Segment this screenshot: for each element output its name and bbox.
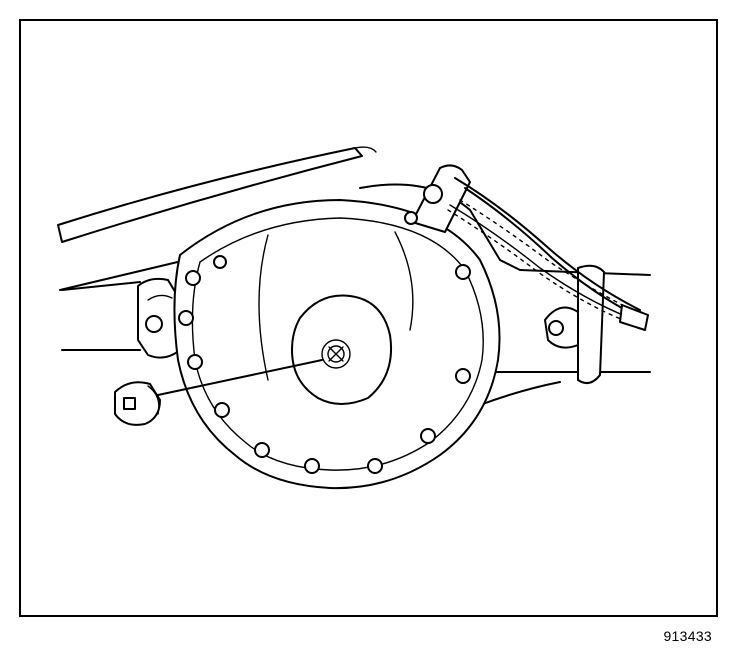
axle-tube-right bbox=[499, 264, 651, 385]
differential-housing bbox=[173, 183, 561, 490]
brake-line bbox=[404, 164, 649, 331]
cover-bolts bbox=[178, 255, 471, 474]
drain-plug-icon bbox=[114, 359, 323, 426]
axle-tube-left bbox=[61, 277, 181, 359]
figure-number: 913433 bbox=[663, 628, 712, 644]
fill-hole bbox=[291, 294, 392, 405]
figure-frame bbox=[19, 19, 718, 617]
